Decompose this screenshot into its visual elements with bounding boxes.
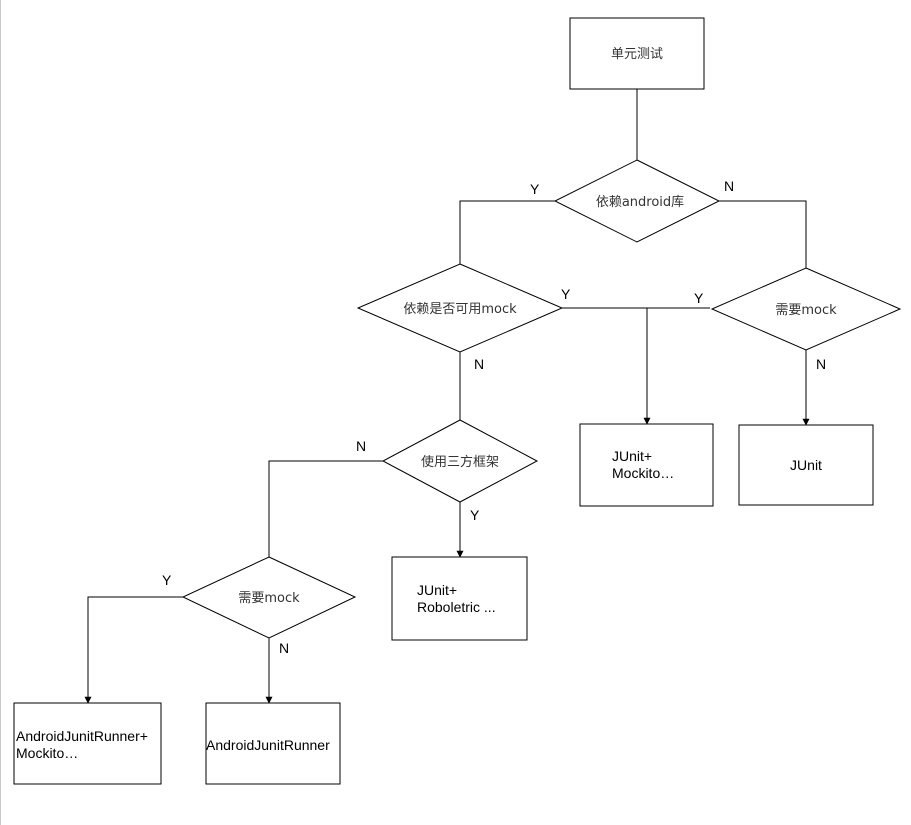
decision-need-mock-right: 需要mock (710, 267, 902, 351)
decision-can-mock-label: 依赖是否可用mock (403, 302, 517, 317)
node-root-label: 单元测试 (611, 47, 663, 62)
node-ajr: AndroidJunitRunner (205, 702, 341, 785)
edge-depends-yes (459, 200, 555, 264)
edge-label-needmock-left-yes: Y (162, 572, 172, 588)
edge-label-needmock-right-yes: Y (694, 290, 704, 306)
edge-label-needmock-left-no: N (279, 640, 289, 656)
edge-label-thirdparty-yes: Y (470, 507, 480, 523)
decision-need-mock-left-label: 需要mock (238, 591, 300, 606)
left-border (0, 0, 1, 825)
decision-third-party: 使用三方框架 (381, 419, 539, 503)
decision-third-party-label: 使用三方框架 (421, 454, 499, 470)
node-junit-roboletric: JUnit+ Roboletric ... (391, 556, 528, 641)
node-junit: JUnit (738, 424, 874, 506)
edge-label-needmock-right-no: N (816, 356, 826, 372)
node-junit-roboletric-line1: JUnit+ (417, 582, 457, 598)
edge-label-thirdparty-no: N (356, 438, 366, 454)
node-ajr-mockito: AndroidJunitRunner+ Mockito… (13, 702, 162, 785)
edge-label-canmock-yes: Y (561, 286, 571, 302)
decision-need-mock-left: 需要mock (181, 556, 357, 639)
node-ajr-mockito-line1: AndroidJunitRunner+ (16, 728, 148, 744)
node-junit-mockito-line2: Mockito… (612, 465, 674, 481)
node-ajr-label: AndroidJunitRunner (206, 737, 330, 753)
node-junit-roboletric-line2: Roboletric ... (417, 599, 496, 615)
node-junit-label: JUnit (790, 457, 822, 473)
edge-thirdparty-no (268, 460, 383, 557)
edge-label-canmock-no: N (474, 356, 484, 372)
decision-depends-android-label: 依赖android库 (596, 194, 684, 210)
edge-depends-no (719, 200, 807, 268)
edge-label-depends-no: N (724, 178, 734, 194)
edge-label-depends-yes: Y (530, 181, 540, 197)
decision-depends-android: 依赖android库 (553, 159, 721, 243)
node-root: 单元测试 (569, 17, 705, 90)
node-junit-mockito: JUnit+ Mockito… (579, 423, 714, 507)
decision-can-mock: 依赖是否可用mock (356, 263, 564, 353)
edge-needmock-left-yes (84, 596, 183, 704)
connectors (84, 89, 810, 704)
node-ajr-mockito-line2: Mockito… (16, 745, 78, 761)
decision-need-mock-right-label: 需要mock (775, 303, 837, 318)
node-junit-mockito-line1: JUnit+ (612, 448, 652, 464)
edge-labels: Y N Y Y N N N Y Y N (162, 178, 826, 656)
